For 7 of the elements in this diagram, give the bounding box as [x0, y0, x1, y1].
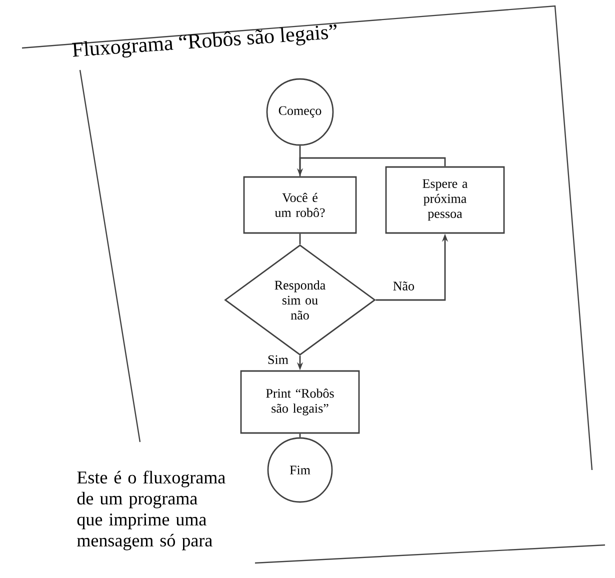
process-box: Espere a próxima pessoa — [385, 166, 505, 234]
edge-label: Não — [392, 280, 416, 292]
note-text: Este é o fluxograma de um programa que imprime uma mensagem só para — [77, 470, 226, 550]
process-box: Você é um robô? — [243, 176, 357, 234]
edge-label: Sim — [266, 354, 290, 366]
title: Fluxograma “Robôs são legais” — [72, 24, 336, 58]
process-box: Print “Robôs são legais” — [240, 370, 360, 434]
